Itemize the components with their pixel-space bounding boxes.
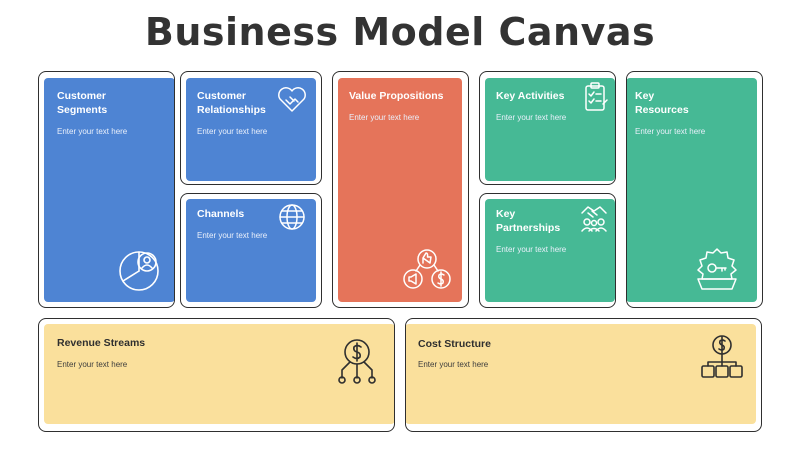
dollar-network-icon (334, 338, 380, 386)
key-resources-title-line2: Resources (635, 104, 689, 116)
value-propositions-frame (332, 71, 469, 308)
value-propositions-panel (338, 78, 462, 302)
customer-segments-frame (38, 71, 175, 308)
cost-structure-panel (405, 324, 756, 424)
cost-structure-title: Cost Structure (418, 338, 491, 350)
cost-structure-body[interactable]: Enter your text here (418, 360, 489, 369)
dollar-hierarchy-icon (699, 334, 745, 380)
key-partnerships-title-line1: Key (496, 208, 516, 220)
key-activities-title: Key Activities (496, 90, 565, 102)
key-resources-frame (626, 71, 763, 308)
customer-segments-panel (44, 78, 175, 302)
value-propositions-title: Value Propositions (349, 90, 444, 102)
key-partnerships-frame (479, 193, 616, 308)
customer-segments-body[interactable]: Enter your text here (57, 127, 128, 136)
cost-structure-frame (405, 318, 762, 432)
customer-relationships-frame (180, 71, 322, 185)
revenue-streams-panel (44, 324, 395, 424)
value-propositions-body[interactable]: Enter your text here (349, 113, 420, 122)
customer-relationships-panel (186, 78, 316, 181)
revenue-streams-body[interactable]: Enter your text here (57, 360, 128, 369)
revenue-streams-title: Revenue Streams (57, 337, 146, 349)
channels-title: Channels (197, 208, 245, 220)
box-key-gear-icon (694, 246, 740, 292)
key-partnerships-panel (485, 199, 615, 302)
partners-handshake-icon (579, 203, 609, 233)
key-resources-panel (626, 78, 757, 302)
key-resources-title-line1: Key (635, 90, 655, 102)
key-resources-title: Key Resources (635, 89, 689, 117)
heart-handshake-icon (277, 86, 307, 114)
customer-segments-title-line1: Customer (57, 90, 107, 102)
key-activities-panel (485, 78, 615, 181)
page-title: Business Model Canvas (144, 10, 656, 54)
customer-relationships-body[interactable]: Enter your text here (197, 127, 268, 136)
customer-segments-title: Customer Segments (57, 89, 107, 117)
thumbs-up-megaphone-dollar-icon (402, 248, 452, 290)
customer-relationships-title-line2: Relationships (197, 104, 266, 116)
revenue-streams-frame (38, 318, 395, 432)
key-activities-frame (479, 71, 616, 185)
customer-relationships-title-line1: Customer (197, 90, 247, 102)
customer-relationships-title: Customer Relationships (197, 89, 266, 117)
globe-icon (278, 203, 306, 231)
customer-segments-title-line2: Segments (57, 104, 108, 116)
channels-frame (180, 193, 322, 308)
channels-panel (186, 199, 316, 302)
key-partnerships-title-line2: Partnerships (496, 222, 561, 234)
key-resources-body[interactable]: Enter your text here (635, 127, 706, 136)
key-activities-body[interactable]: Enter your text here (496, 113, 567, 122)
channels-body[interactable]: Enter your text here (197, 231, 268, 240)
pie-chart-person-icon (118, 248, 164, 294)
clipboard-checklist-icon (584, 82, 608, 112)
key-partnerships-body[interactable]: Enter your text here (496, 245, 567, 254)
key-partnerships-title: Key Partnerships (496, 207, 560, 235)
